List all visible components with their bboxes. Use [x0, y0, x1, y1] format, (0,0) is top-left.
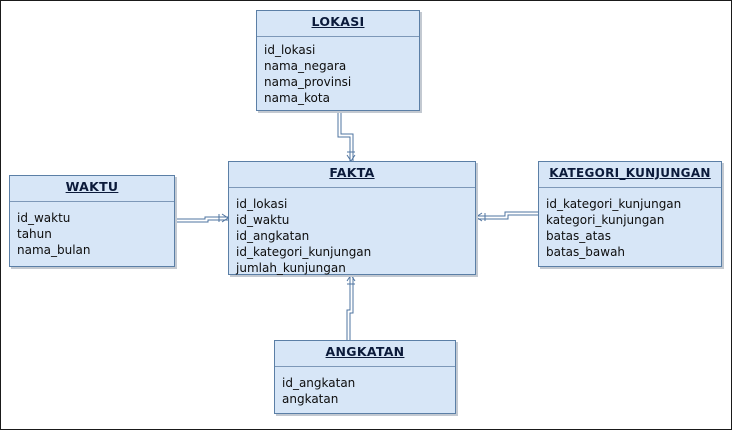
- link-waktu-fakta: [175, 216, 228, 220]
- entity-kategori-title: KATEGORI_KUNJUNGAN: [539, 162, 721, 188]
- entity-angkatan-title: ANGKATAN: [275, 341, 455, 367]
- field-kategori-kunjungan: kategori_kunjungan: [546, 213, 665, 227]
- link-waktu-fakta-2: [175, 219, 228, 223]
- field-nama-negara: nama_negara: [264, 59, 347, 73]
- link-lokasi-fakta: [337, 111, 351, 161]
- entity-waktu-title: WAKTU: [10, 176, 174, 202]
- link-kategori-fakta-2: [476, 214, 538, 220]
- entity-waktu-fields: id_waktu tahun nama_bulan: [10, 202, 174, 258]
- field-id-lokasi: id_lokasi: [236, 197, 288, 211]
- field-id-kategori-kunjungan: id_kategori_kunjungan: [236, 245, 372, 259]
- link-lokasi-fakta-2: [340, 111, 354, 161]
- crowsfoot-kategori: [475, 212, 486, 222]
- entity-angkatan-fields: id_angkatan angkatan: [275, 367, 455, 407]
- entity-fakta-fields: id_lokasi id_waktu id_angkatan id_katego…: [229, 188, 475, 276]
- field-id-kategori-kunjungan: id_kategori_kunjungan: [546, 197, 682, 211]
- entity-lokasi[interactable]: LOKASI id_lokasi nama_negara nama_provin…: [256, 10, 420, 111]
- field-batas-bawah: batas_bawah: [546, 245, 626, 259]
- field-nama-kota: nama_kota: [264, 91, 330, 105]
- entity-fakta[interactable]: FAKTA id_lokasi id_waktu id_angkatan id_…: [228, 161, 476, 275]
- entity-kategori-kunjungan[interactable]: KATEGORI_KUNJUNGAN id_kategori_kunjungan…: [538, 161, 722, 267]
- entity-waktu[interactable]: WAKTU id_waktu tahun nama_bulan: [9, 175, 175, 267]
- field-jumlah-kunjungan: jumlah_kunjungan: [236, 261, 346, 275]
- link-kategori-fakta: [476, 211, 538, 217]
- field-id-waktu: id_waktu: [17, 211, 71, 225]
- field-angkatan: angkatan: [282, 392, 339, 406]
- field-nama-provinsi: nama_provinsi: [264, 75, 352, 89]
- crowsfoot-waktu: [218, 213, 229, 223]
- link-angkatan-fakta-2: [349, 275, 354, 340]
- field-batas-atas: batas_atas: [546, 229, 611, 243]
- field-id-angkatan: id_angkatan: [282, 376, 356, 390]
- field-tahun: tahun: [17, 227, 52, 241]
- field-id-lokasi: id_lokasi: [264, 43, 316, 57]
- link-angkatan-fakta: [346, 275, 351, 340]
- entity-angkatan[interactable]: ANGKATAN id_angkatan angkatan: [274, 340, 456, 414]
- entity-fakta-title: FAKTA: [229, 162, 475, 188]
- field-nama-bulan: nama_bulan: [17, 243, 91, 257]
- field-id-angkatan: id_angkatan: [236, 229, 310, 243]
- entity-lokasi-title: LOKASI: [257, 11, 419, 37]
- crowsfoot-angkatan: [346, 274, 356, 285]
- entity-lokasi-fields: id_lokasi nama_negara nama_provinsi nama…: [257, 37, 419, 106]
- entity-kategori-fields: id_kategori_kunjungan kategori_kunjungan…: [539, 188, 721, 260]
- field-id-waktu: id_waktu: [236, 213, 290, 227]
- crowsfoot-lokasi: [346, 151, 356, 162]
